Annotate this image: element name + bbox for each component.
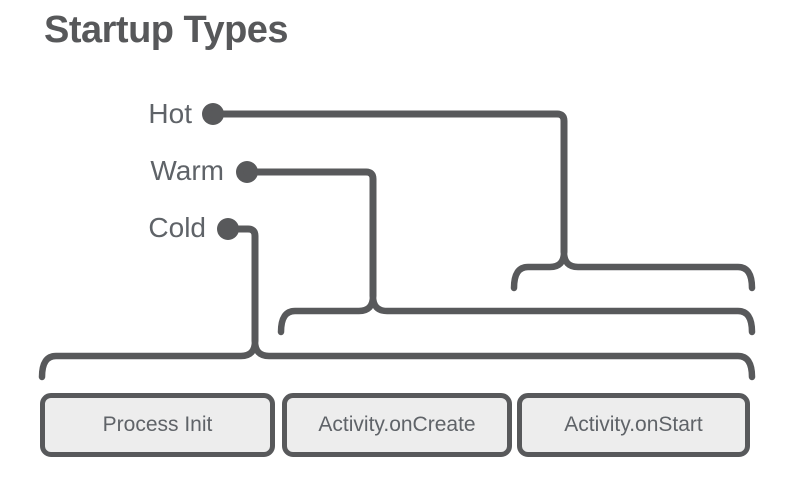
type-label-warm: Warm <box>150 155 224 186</box>
warm-line <box>243 168 377 300</box>
phase-box-process-init: Process Init <box>40 393 275 457</box>
cold-brace <box>38 337 756 381</box>
cold-connector <box>38 218 756 381</box>
type-label-hot: Hot <box>148 98 192 129</box>
warm-connector <box>236 161 756 336</box>
phase-box-activity-oncreate: Activity.onCreate <box>282 393 512 457</box>
cold-line <box>224 225 259 345</box>
phase-box-activity-onstart: Activity.onStart <box>517 393 750 457</box>
diagram-title: Startup Types <box>44 9 289 51</box>
phase-box-label: Activity.onCreate <box>318 413 476 436</box>
phase-box-label: Activity.onStart <box>564 413 703 436</box>
hot-line <box>209 110 568 256</box>
hot-connector <box>202 103 756 292</box>
phase-box-label: Process Init <box>102 413 213 436</box>
type-label-cold: Cold <box>148 212 206 243</box>
warm-brace <box>277 292 756 336</box>
hot-brace <box>510 248 756 292</box>
